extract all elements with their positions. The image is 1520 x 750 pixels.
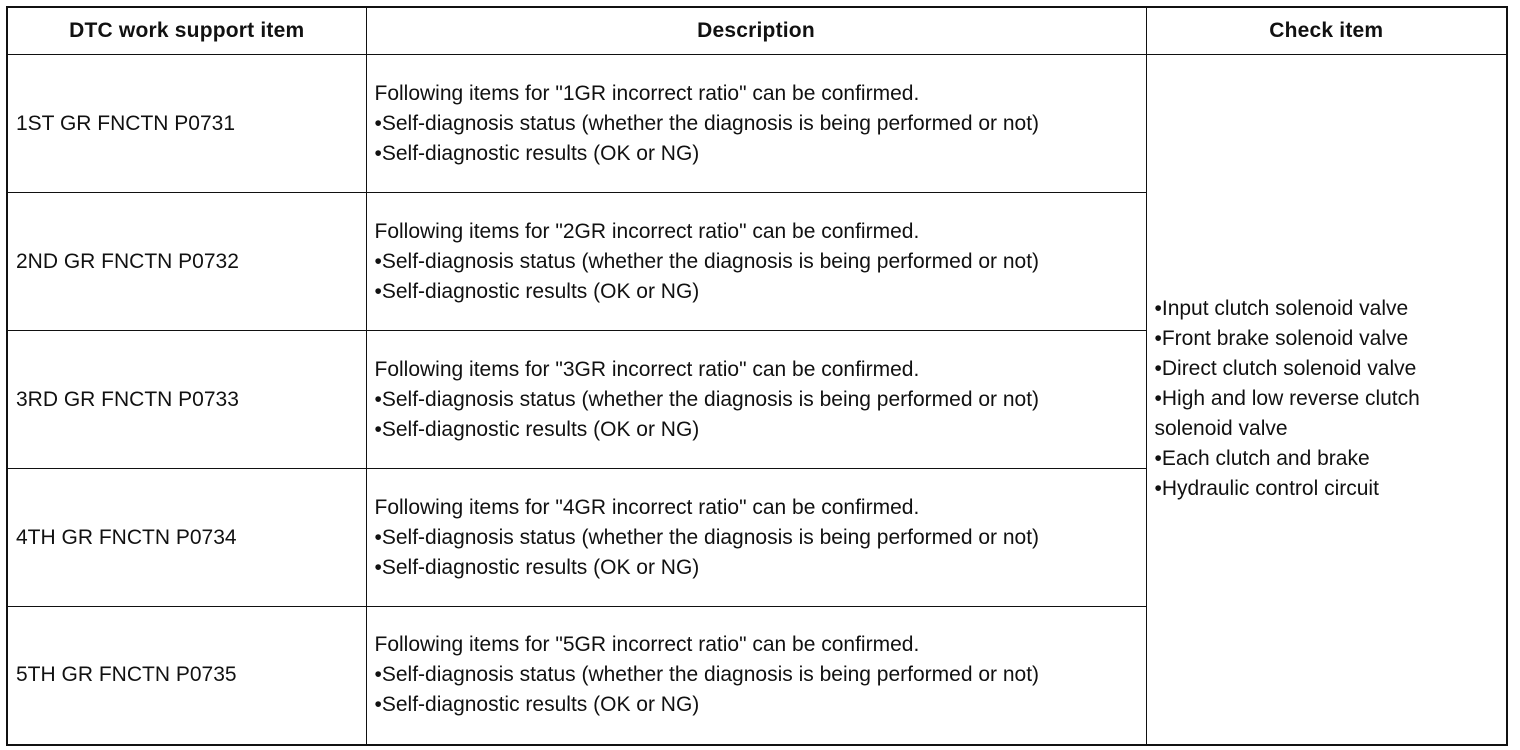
table-row: 4TH GR FNCTN P0734 Following items for "… <box>6 468 1507 607</box>
table-row: 5TH GR FNCTN P0735 Following items for "… <box>6 606 1507 745</box>
header-description: Description <box>365 6 1147 55</box>
table-row: 3RD GR FNCTN P0733 Following items for "… <box>6 330 1507 469</box>
description-status-text: Self-diagnosis status (whether the diagn… <box>381 249 1040 273</box>
description-status: Self-diagnosis status (whether the diagn… <box>375 385 1138 415</box>
description-status-text: Self-diagnosis status (whether the diagn… <box>381 111 1040 135</box>
description-intro: Following items for "1GR incorrect ratio… <box>374 81 920 105</box>
check-item-text: Each clutch and brake <box>1161 447 1370 471</box>
check-item: Hydraulic control circuit <box>1155 474 1501 504</box>
check-item-text: High and low reverse clutch solenoid val… <box>1154 387 1420 441</box>
description-status-text: Self-diagnosis status (whether the diagn… <box>381 387 1040 411</box>
description-status: Self-diagnosis status (whether the diagn… <box>375 660 1138 690</box>
table-row: 1ST GR FNCTN P0731 Following items for "… <box>6 54 1508 745</box>
header-dtc-work-support-item: DTC work support item <box>6 6 367 55</box>
description-results-text: Self-diagnostic results (OK or NG) <box>381 555 700 579</box>
check-item: Front brake solenoid valve <box>1155 324 1501 354</box>
description-results: Self-diagnostic results (OK or NG) <box>375 139 1138 169</box>
description-results-text: Self-diagnostic results (OK or NG) <box>381 693 700 717</box>
description-cell: Following items for "3GR incorrect ratio… <box>365 330 1147 469</box>
description-results: Self-diagnostic results (OK or NG) <box>375 415 1138 445</box>
description-results-text: Self-diagnostic results (OK or NG) <box>381 417 700 441</box>
description-cell: Following items for "2GR incorrect ratio… <box>365 192 1147 331</box>
dtc-item-cell: 3RD GR FNCTN P0733 <box>6 330 367 469</box>
description-status: Self-diagnosis status (whether the diagn… <box>375 523 1138 553</box>
description-status-text: Self-diagnosis status (whether the diagn… <box>381 663 1040 687</box>
check-item: Each clutch and brake <box>1155 444 1501 474</box>
check-item-cell: Input clutch solenoid valve Front brake … <box>1145 54 1508 745</box>
dtc-work-support-table: DTC work support item Description Check … <box>6 6 1508 746</box>
description-results-text: Self-diagnostic results (OK or NG) <box>381 279 700 303</box>
description-cell: Following items for "1GR incorrect ratio… <box>365 54 1147 193</box>
dtc-item-cell: 4TH GR FNCTN P0734 <box>6 468 367 607</box>
dtc-item-cell: 2ND GR FNCTN P0732 <box>6 192 367 331</box>
description-status: Self-diagnosis status (whether the diagn… <box>375 109 1138 139</box>
check-item: High and low reverse clutch solenoid val… <box>1155 384 1501 444</box>
check-item-text: Direct clutch solenoid valve <box>1161 357 1417 381</box>
check-item-text: Input clutch solenoid valve <box>1161 297 1409 321</box>
description-status-text: Self-diagnosis status (whether the diagn… <box>381 525 1040 549</box>
description-intro: Following items for "3GR incorrect ratio… <box>374 357 920 381</box>
dtc-item-cell: 5TH GR FNCTN P0735 <box>6 606 367 745</box>
description-results: Self-diagnostic results (OK or NG) <box>375 277 1138 307</box>
description-cell: Following items for "5GR incorrect ratio… <box>365 606 1147 745</box>
dtc-item-cell: 1ST GR FNCTN P0731 <box>6 54 367 193</box>
description-intro: Following items for "5GR incorrect ratio… <box>374 633 920 657</box>
check-item: Direct clutch solenoid valve <box>1155 354 1501 384</box>
table-row: 2ND GR FNCTN P0732 Following items for "… <box>6 192 1507 331</box>
description-results: Self-diagnostic results (OK or NG) <box>375 553 1138 583</box>
description-results: Self-diagnostic results (OK or NG) <box>375 690 1138 720</box>
table-header-row: DTC work support item Description Check … <box>6 6 1508 55</box>
header-check-item: Check item <box>1145 6 1508 55</box>
description-results-text: Self-diagnostic results (OK or NG) <box>381 141 700 165</box>
description-intro: Following items for "4GR incorrect ratio… <box>374 495 920 519</box>
check-item-text: Front brake solenoid valve <box>1161 327 1409 351</box>
check-item-text: Hydraulic control circuit <box>1161 477 1379 501</box>
description-cell: Following items for "4GR incorrect ratio… <box>365 468 1147 607</box>
check-item: Input clutch solenoid valve <box>1155 294 1501 324</box>
description-status: Self-diagnosis status (whether the diagn… <box>375 247 1138 277</box>
description-intro: Following items for "2GR incorrect ratio… <box>374 219 920 243</box>
